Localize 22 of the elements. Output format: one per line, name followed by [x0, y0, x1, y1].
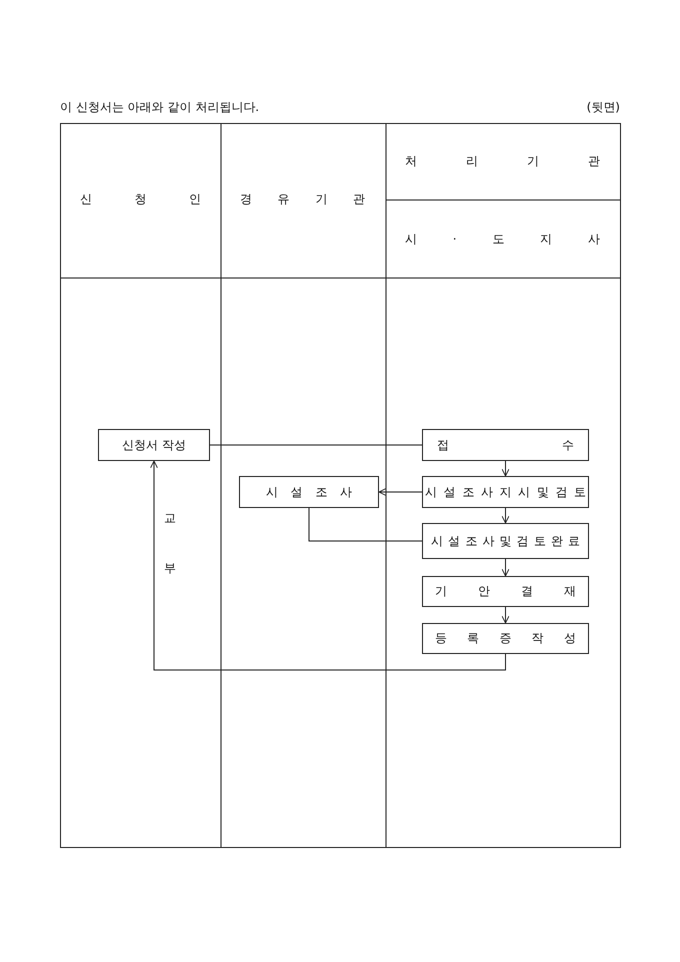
process-box: 신청서 작성: [98, 429, 210, 461]
arrow: [502, 558, 510, 576]
arrow: [378, 488, 422, 496]
arrow: [502, 606, 510, 624]
page-side-note: (뒷면): [586, 99, 620, 116]
process-box: 시 설 조 사: [239, 476, 379, 508]
column-header: 경 유 기 관: [240, 191, 365, 208]
arrow: [502, 460, 510, 476]
column-header: 신 청 인: [80, 191, 201, 208]
process-box: 접 수: [422, 429, 589, 461]
connector-line: [308, 508, 422, 542]
connector-line: [210, 444, 422, 446]
edge-label: 교부: [164, 510, 176, 577]
process-box: 시 설 조 사 및 검 토 완 료: [422, 523, 589, 559]
process-box: 기 안 결 재: [422, 576, 589, 607]
arrow: [150, 460, 506, 670]
process-box: 시 설 조 사 지 시 및 검 토: [422, 476, 589, 508]
column-header: 시 · 도 지 사: [405, 231, 600, 248]
process-box: 등 록 증 작 성: [422, 623, 589, 654]
heading: 이 신청서는 아래와 같이 처리됩니다.: [60, 99, 260, 116]
column-header: 처 리 기 관: [405, 153, 600, 170]
arrow: [502, 508, 510, 524]
